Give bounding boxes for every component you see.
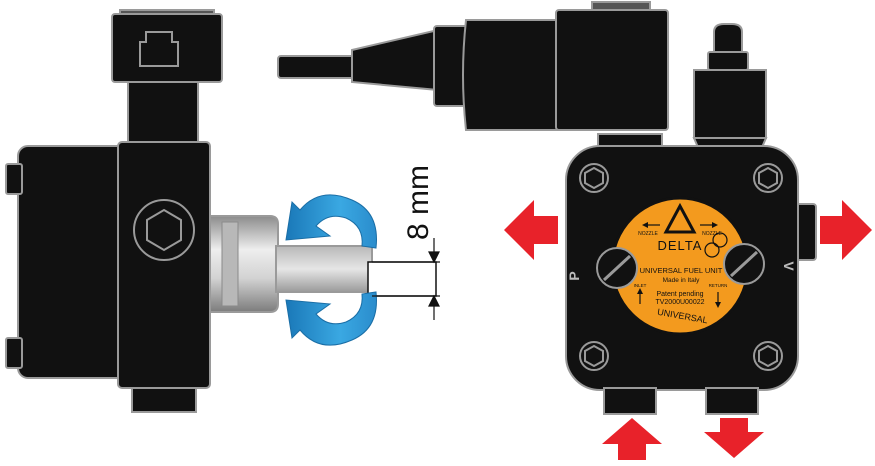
side-cover-lug-top bbox=[5, 163, 23, 195]
side-shaft-tip bbox=[367, 261, 437, 297]
side-cover-lug-bottom bbox=[5, 337, 23, 369]
solenoid-cable bbox=[277, 1, 768, 153]
label-return: RETURN bbox=[709, 283, 728, 288]
pump-front-view bbox=[565, 133, 817, 415]
side-solenoid-stem bbox=[127, 81, 199, 143]
side-pump-cover bbox=[17, 145, 129, 379]
label-brand: DELTA bbox=[658, 238, 703, 253]
pressure-screw-slot bbox=[602, 254, 632, 282]
bolt-hex-3 bbox=[584, 344, 604, 368]
label-product: UNIVERSAL FUEL UNIT bbox=[640, 266, 723, 275]
dimension-label: 8 mm bbox=[402, 165, 435, 240]
cable-boot bbox=[351, 28, 439, 92]
side-seal-collar bbox=[221, 221, 239, 307]
front-port-inlet bbox=[603, 387, 657, 415]
bleed-valve-stem bbox=[707, 51, 749, 71]
port-label-vacuum: V bbox=[781, 261, 797, 271]
cert-mark-2 bbox=[704, 242, 720, 258]
nozzle-arrowhead-right bbox=[712, 222, 718, 228]
flow-arrow-icon bbox=[504, 200, 872, 460]
label-patent: Patent pending bbox=[656, 291, 703, 298]
rotation-arrow-top bbox=[285, 194, 377, 249]
dim-arrow-bottom bbox=[428, 294, 440, 307]
inlet-arrowhead bbox=[637, 288, 643, 294]
delta-logo-icon bbox=[663, 202, 697, 234]
bolt-hex-1 bbox=[584, 166, 604, 190]
flow-arrow-inlet bbox=[602, 418, 662, 460]
flow-arrow-right bbox=[820, 200, 872, 260]
return-arrowhead bbox=[715, 302, 721, 308]
shaft-dimension bbox=[372, 238, 440, 320]
label-artwork bbox=[637, 202, 728, 308]
hex-plug-nut bbox=[146, 208, 182, 252]
side-solenoid-knob bbox=[139, 31, 179, 67]
bolt-hex-2 bbox=[758, 166, 778, 190]
corner-bolts bbox=[579, 163, 783, 371]
label-inlet: INLET bbox=[634, 283, 647, 288]
port-label-pressure: P bbox=[566, 271, 582, 280]
front-port-return bbox=[705, 387, 759, 415]
label-origin: Made in Italy bbox=[663, 277, 701, 284]
flow-arrow-return bbox=[704, 418, 764, 458]
flow-arrow-left bbox=[504, 200, 558, 260]
label-nozzle-left: NOZZLE bbox=[638, 231, 658, 237]
label-nozzle-right: NOZZLE bbox=[702, 231, 722, 237]
bleed-valve bbox=[713, 23, 743, 55]
cert-mark-1 bbox=[712, 232, 728, 248]
side-pump-foot bbox=[131, 387, 197, 413]
side-pump-body bbox=[117, 141, 211, 389]
vacuum-screw-slot bbox=[729, 250, 759, 278]
nozzle-arrowhead-left bbox=[642, 222, 648, 228]
bolt-hex-4 bbox=[758, 344, 778, 368]
side-seal-housing bbox=[209, 215, 279, 313]
rotation-arrow-icon bbox=[285, 194, 377, 346]
rotation-arrow-bottom bbox=[285, 291, 377, 346]
connector-head bbox=[555, 9, 669, 131]
side-shaft bbox=[275, 245, 373, 293]
dim-arrow-top bbox=[428, 251, 440, 264]
cable bbox=[277, 55, 357, 79]
label-model: TV2000U00022 bbox=[655, 299, 704, 306]
valve-block bbox=[693, 69, 767, 139]
connector-body bbox=[462, 19, 563, 131]
pump-side-view bbox=[5, 9, 437, 413]
